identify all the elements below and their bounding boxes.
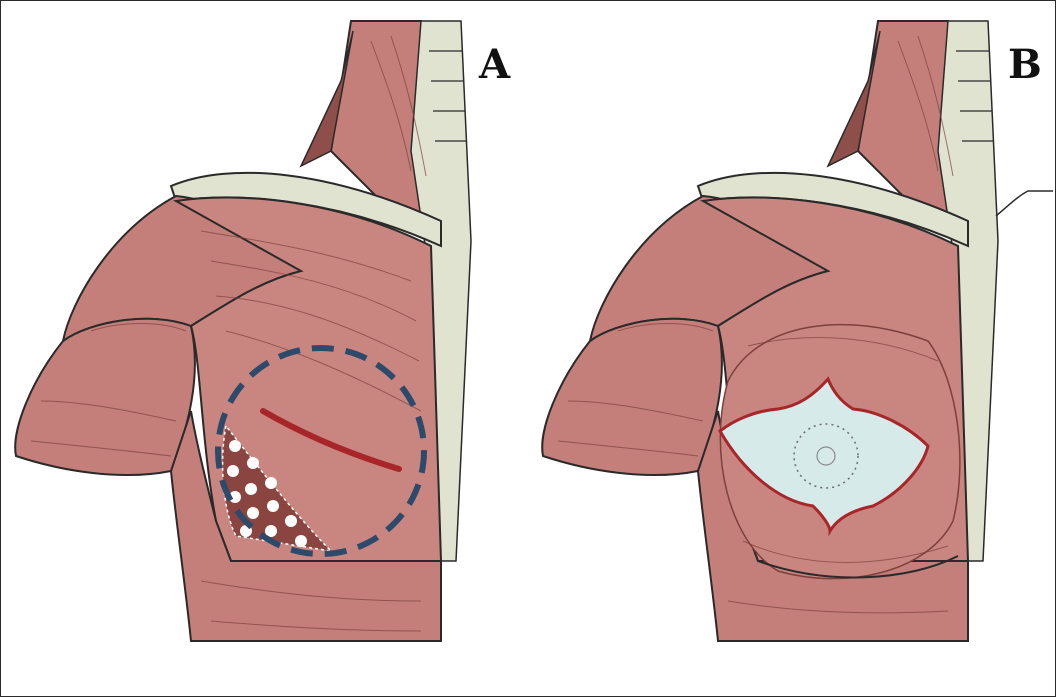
sternum-cartilage	[410, 20, 472, 562]
sternum-cartilage	[937, 20, 999, 562]
incision-line	[260, 408, 402, 472]
neck-shadow	[826, 30, 881, 168]
rib-segments	[429, 50, 466, 142]
inframammary-fold	[757, 555, 959, 579]
muscle-fibers	[557, 35, 954, 614]
dotted-region-dots	[227, 440, 307, 547]
muscle-fibers	[30, 35, 427, 632]
panel-a-illustration	[14, 20, 472, 642]
panel-label-b: B	[1008, 41, 1042, 88]
lateral-chest-wall	[169, 410, 442, 642]
implant-outline	[718, 376, 930, 537]
panel-b: B	[528, 1, 1055, 696]
rib-segments	[956, 50, 993, 142]
nipple-marker	[816, 446, 836, 466]
upper-arm	[541, 317, 723, 476]
panel-b-illustration	[541, 20, 1053, 642]
upper-arm	[14, 317, 196, 476]
panel-label-a: A	[479, 41, 511, 88]
nipple-areola-marker	[793, 423, 859, 489]
panel-a: A	[1, 1, 528, 696]
dashed-circle	[215, 345, 427, 557]
neck-shadow	[299, 30, 354, 168]
annotation-stroke	[995, 190, 1053, 217]
